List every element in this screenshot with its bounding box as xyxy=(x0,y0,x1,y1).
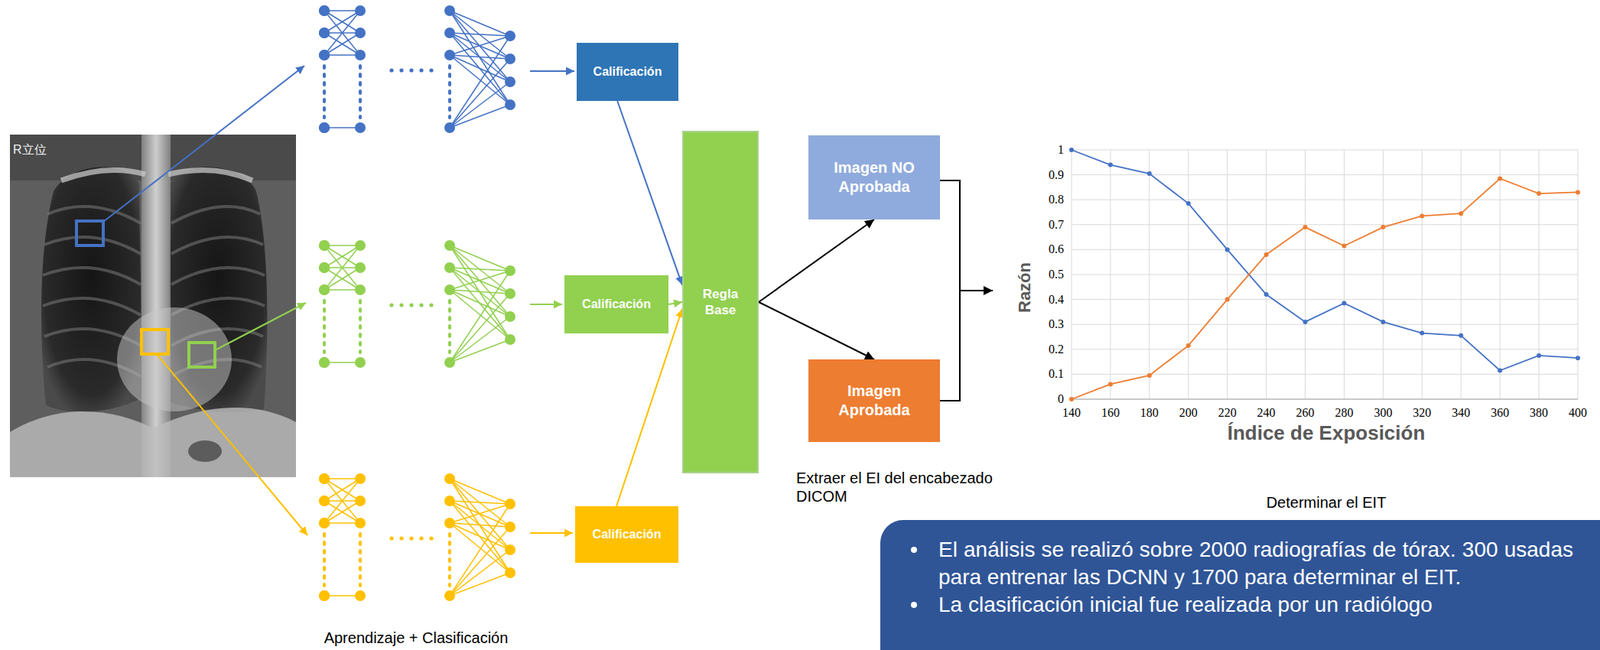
caption-label: Aprendizaje + Clasificación xyxy=(324,628,509,648)
merge-bracket xyxy=(939,180,993,401)
tick-label: 0.9 xyxy=(1048,167,1064,183)
tick-label: 200 xyxy=(1179,405,1198,420)
box-text: Calificación xyxy=(582,296,651,313)
flow-arrow xyxy=(668,302,683,305)
flow-arrow xyxy=(758,219,875,303)
box-text: Imagen NO Aprobada xyxy=(819,158,930,197)
note-panel: El análisis se realizó sobre 2000 radiog… xyxy=(880,520,1600,650)
axis-title: Razón xyxy=(1014,262,1035,313)
note-text: El análisis se realizó sobre 2000 radiog… xyxy=(938,536,1574,592)
tick-label: 240 xyxy=(1257,405,1276,420)
result-box: Imagen NO Aprobada xyxy=(808,135,940,220)
result-box: Imagen Aprobada xyxy=(808,359,940,443)
neural-network xyxy=(318,5,516,134)
tick-label: 360 xyxy=(1490,405,1509,420)
roi-arrows xyxy=(103,65,308,536)
step-label: Extraer el EI del encabezado DICOM xyxy=(796,468,1018,506)
tick-label: 0.1 xyxy=(1048,367,1064,382)
tick-label: 160 xyxy=(1101,405,1120,420)
box-text: Regla Base xyxy=(694,286,747,319)
chest-xray xyxy=(9,134,296,478)
axis-title: Índice de Exposición xyxy=(1227,421,1426,446)
tick-label: 380 xyxy=(1529,405,1548,420)
bullet-dot xyxy=(910,601,918,609)
tick-label: 260 xyxy=(1296,405,1315,420)
box-text: Calificación xyxy=(593,64,663,80)
tick-label: 180 xyxy=(1140,405,1159,420)
rule-box: Regla Base xyxy=(682,130,759,474)
tick-label: 0.6 xyxy=(1048,242,1064,257)
step-label: Determinar el EIT xyxy=(1266,493,1387,512)
box-text: Imagen Aprobada xyxy=(819,381,930,420)
tick-label: 140 xyxy=(1062,405,1081,420)
bullet-dot xyxy=(910,546,918,553)
tick-label: 400 xyxy=(1568,405,1587,420)
tick-label: 280 xyxy=(1334,405,1353,420)
tick-label: 0.2 xyxy=(1048,341,1064,357)
tick-label: 0.5 xyxy=(1048,266,1064,282)
data-series xyxy=(1071,178,1578,400)
score-box: Calificación xyxy=(564,275,669,334)
tick-label: 220 xyxy=(1218,405,1237,420)
tick-label: 1 xyxy=(1057,142,1064,157)
score-box: Calificación xyxy=(575,506,679,563)
tick-label: 0.3 xyxy=(1048,317,1064,332)
roi-square xyxy=(141,329,169,355)
note-text: La clasificación inicial fue realizada p… xyxy=(938,591,1574,619)
flow-arrow xyxy=(616,308,683,507)
tick-label: 0.8 xyxy=(1048,192,1064,208)
flow-arrow xyxy=(617,100,683,286)
neural-networks xyxy=(318,5,516,602)
tick-label: 340 xyxy=(1451,405,1470,420)
tick-label: 0.4 xyxy=(1048,292,1064,307)
bullet-item: La clasificación inicial fue realizada p… xyxy=(910,591,1574,619)
line-chart xyxy=(1069,147,1581,402)
neural-network xyxy=(318,240,516,368)
flow-arrow xyxy=(758,302,875,360)
tick-label: 0.7 xyxy=(1048,217,1064,232)
score-box: Calificación xyxy=(576,42,679,101)
image-tag: R立位 xyxy=(13,142,47,157)
neural-network xyxy=(318,473,516,602)
tick-label: 300 xyxy=(1373,405,1392,420)
roi-square xyxy=(76,221,104,246)
tick-label: 320 xyxy=(1412,405,1431,420)
tick-label: 0 xyxy=(1057,391,1064,407)
box-text: Calificación xyxy=(592,526,662,543)
bullet-item: El análisis se realizó sobre 2000 radiog… xyxy=(910,536,1574,592)
roi-square xyxy=(188,342,215,368)
data-series xyxy=(1071,149,1578,371)
